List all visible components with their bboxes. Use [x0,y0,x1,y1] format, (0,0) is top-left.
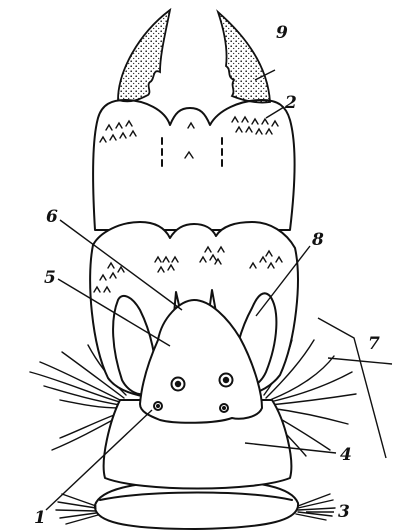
label-9: 9 [276,23,288,43]
label-5: 5 [44,268,56,288]
label-7: 7 [368,334,380,354]
label-1: 1 [34,508,46,528]
label-8: 8 [311,230,324,250]
mandible-left [118,10,170,101]
label-3: 3 [338,502,350,522]
label-2: 2 [284,93,297,113]
label-4: 4 [340,445,352,465]
mandible-right [218,12,270,103]
label-6: 6 [46,207,58,227]
setae-left-bottom [56,494,98,524]
setae-right-bottom [296,494,335,520]
